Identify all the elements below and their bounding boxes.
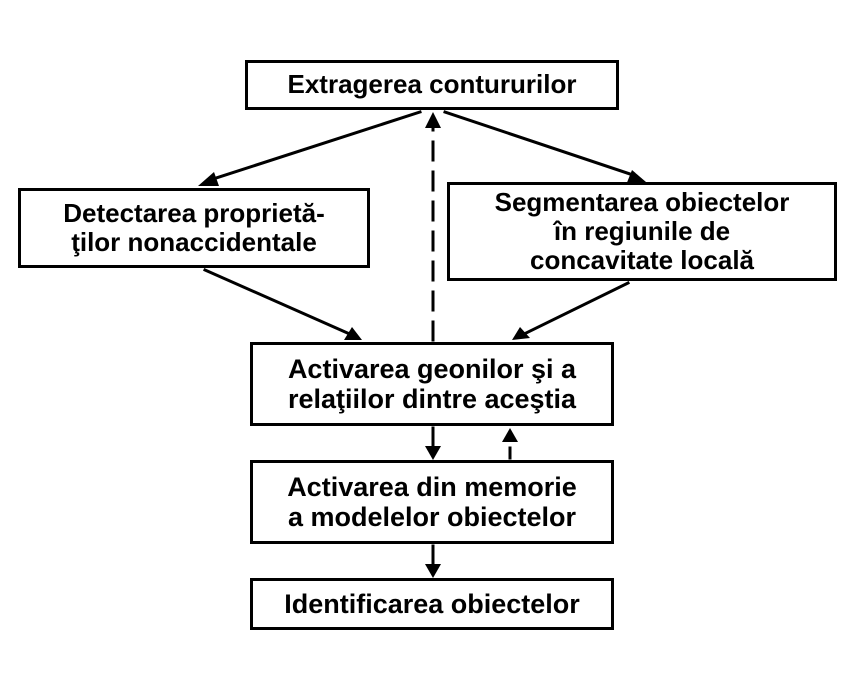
arrowhead-extract-dashed — [425, 112, 441, 128]
node-label: concavitate locală — [530, 245, 754, 276]
node-label: relaţiilor dintre aceştia — [287, 384, 577, 414]
node-detect-properties: Detectarea proprietă- ţilor nonaccidenta… — [18, 188, 370, 268]
node-label: Detectarea proprietă- — [63, 197, 325, 228]
node-activate-geons: Activarea geonilor şi a relaţiilor dintr… — [250, 342, 614, 426]
edge-detect-to-geons — [203, 268, 354, 337]
arrowhead-segment — [626, 170, 646, 185]
arrowhead-identify — [425, 564, 441, 578]
node-label: Identificarea obiectelor — [284, 588, 580, 619]
edge-segment-to-geons — [519, 280, 631, 338]
node-label: Activarea din memorie — [287, 471, 577, 502]
node-activate-memory-models: Activarea din memorie a modelelor obiect… — [250, 460, 614, 544]
edge-extract-to-segment — [443, 110, 638, 178]
edge-extract-to-detect — [208, 110, 422, 182]
node-label: în regiunile de — [553, 215, 731, 246]
arrowhead-geons-left — [344, 327, 362, 340]
node-identify-objects: Identificarea obiectelor — [250, 578, 614, 630]
node-label: Segmentarea obiectelor — [494, 186, 790, 217]
arrowhead-detect — [198, 172, 219, 186]
node-extract-contours: Extragerea contururilor — [245, 60, 619, 110]
arrowhead-models — [425, 446, 441, 460]
arrowhead-geons-dashed — [502, 428, 518, 442]
node-segment-objects: Segmentarea obiectelor în regiunile de c… — [447, 182, 837, 281]
arrowhead-geons-right — [512, 327, 530, 340]
node-label: Activarea geonilor şi a — [287, 353, 577, 384]
node-label: Extragerea contururilor — [287, 69, 577, 100]
node-label: a modelelor obiectelor — [287, 502, 577, 532]
node-label: ţilor nonaccidentale — [71, 227, 317, 257]
